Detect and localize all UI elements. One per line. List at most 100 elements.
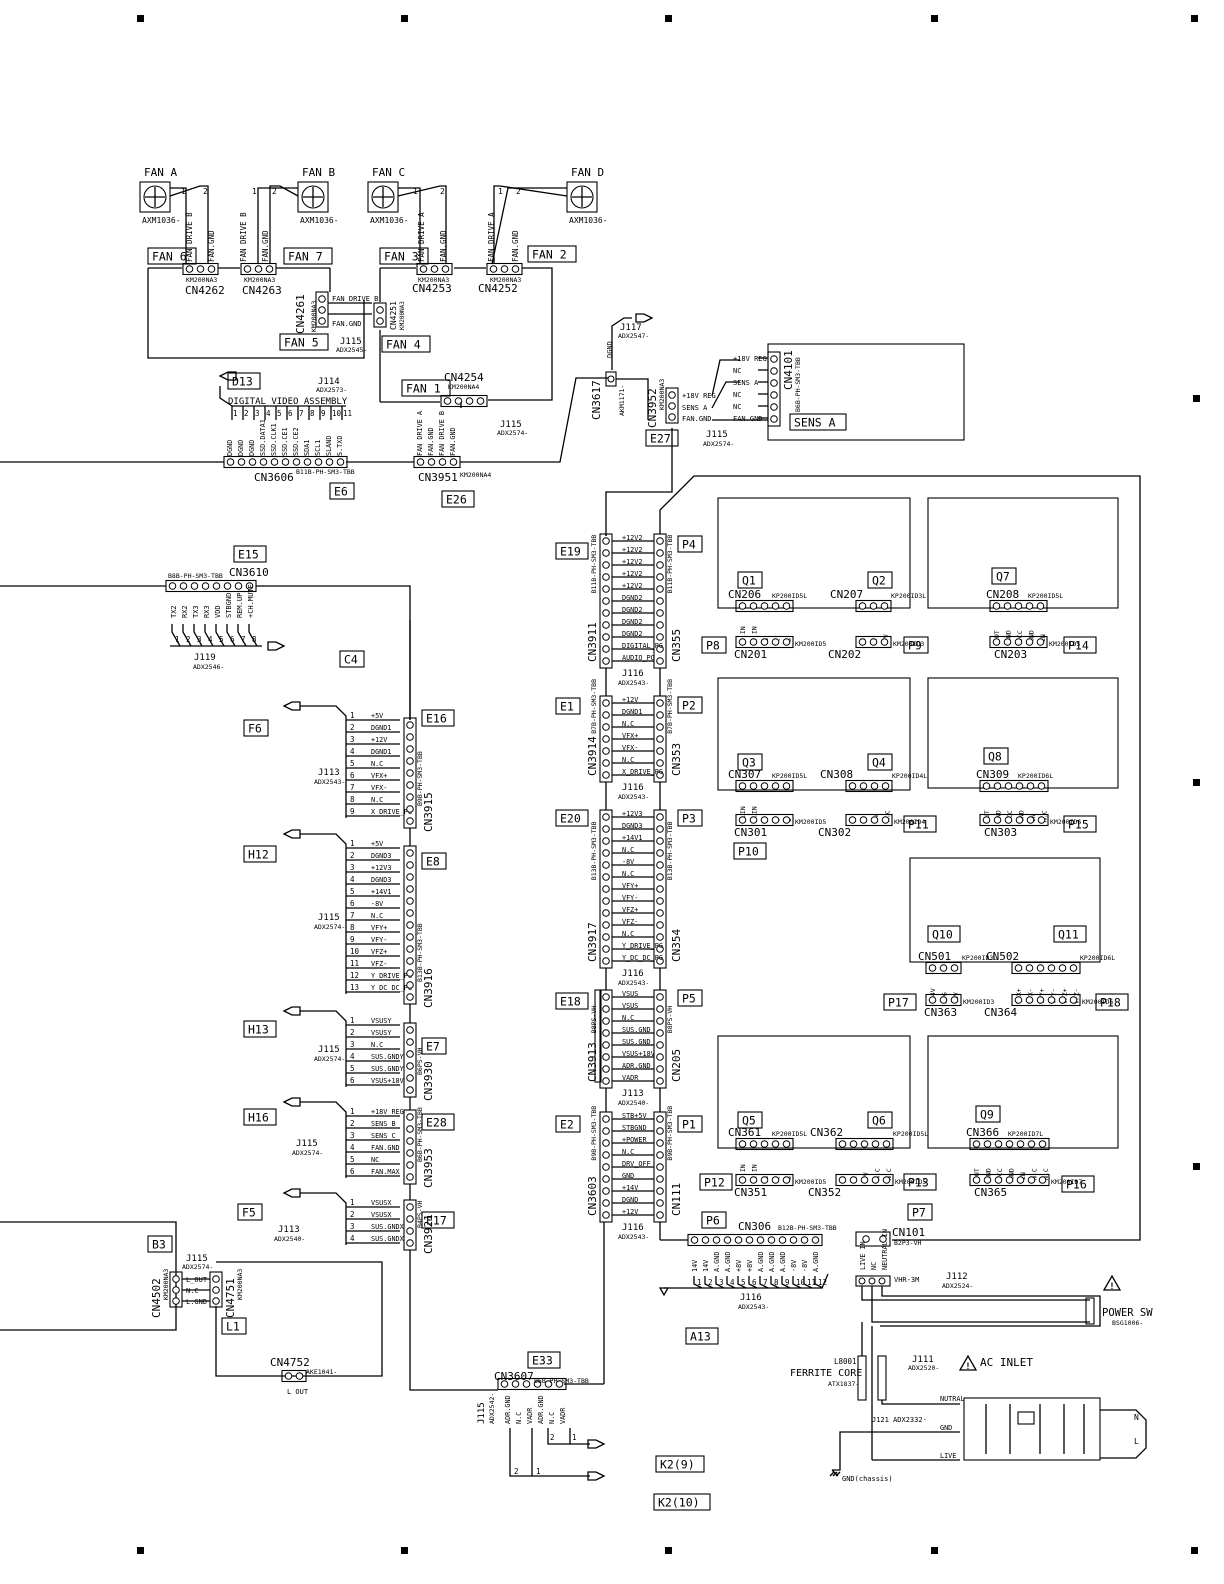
cn306-pin-5: 5 — [741, 1278, 746, 1287]
m2-cna-part: KP200ID5L — [772, 772, 807, 780]
m10-sb-conn-pin-2 — [1025, 996, 1034, 1004]
m8-s-label: CN303 — [984, 826, 1017, 839]
h16-j-part: ADX2574- — [292, 1149, 323, 1157]
h12-pin-5: 5 — [350, 887, 355, 896]
cn4752-housing — [281, 1369, 307, 1383]
e18p5-left-pin-4 — [602, 1029, 610, 1037]
f5-board: F5 — [242, 1206, 256, 1220]
m5-cna-pin-5 — [782, 1140, 791, 1148]
cn306-drop-11 — [803, 1276, 813, 1289]
e1p2-right-pin-5 — [656, 747, 664, 755]
f6-cn-part: B9B-PH-SM3-TBB — [416, 751, 424, 806]
cn3606-sig-1: DGND — [237, 440, 245, 456]
cn3610-drop-6 — [237, 624, 247, 647]
h12-e-label: E8 — [426, 855, 440, 869]
m7-s-part: KM200ID5 — [1049, 640, 1080, 648]
cn4101-pin-4 — [770, 391, 778, 399]
cn4262-pin-2 — [196, 265, 205, 273]
e19p4-left-pin-2 — [602, 549, 610, 557]
h12-pin-2: 2 — [350, 851, 355, 860]
cn306-pin-1: 1 — [697, 1278, 702, 1287]
cn3952-housing — [665, 387, 679, 424]
e19p4-left-pin-10 — [602, 645, 610, 653]
e20p3-cn-right: CN354 — [670, 929, 683, 962]
h12-trunk — [300, 833, 347, 994]
inlet-sig-gnd: GND — [940, 1424, 952, 1432]
j121-label: J121 ADX2332- — [872, 1416, 927, 1424]
cn306-drop-10 — [792, 1276, 802, 1289]
h12-sig-3: DGND3 — [371, 876, 391, 884]
e20p3-right-pin-11 — [656, 933, 664, 941]
m2-sa-conn-pin-5 — [782, 816, 791, 824]
e18p5-left-pin-8 — [602, 1077, 610, 1085]
e20p3-p-label-box — [677, 809, 703, 827]
fan-b-pin1: 1 — [252, 187, 257, 196]
cn3606-pin-10 — [325, 458, 334, 466]
sens-a-label: SENS A — [794, 416, 836, 430]
m1-cna-pin-2 — [749, 602, 758, 610]
cn3607-pin-6 — [555, 1380, 564, 1388]
f6-pin-4: 4 — [350, 747, 355, 756]
m1-qb-box — [867, 571, 893, 589]
h12-conn-pin-6 — [406, 909, 414, 917]
f5-trunk — [300, 1192, 347, 1245]
fan-c-label: FAN C — [372, 166, 405, 179]
m1-pa-box — [701, 636, 727, 654]
f5-e-label-box — [421, 1211, 455, 1229]
e2p1-j-part: ADX2543- — [618, 1233, 649, 1241]
m1-module — [717, 497, 911, 609]
e20p3-sig-7: VFY- — [622, 894, 638, 902]
m5-sb-conn-pin-3 — [860, 1176, 869, 1184]
cn3610-sig-0: TX2 — [170, 605, 178, 618]
assembly-pin-11: 11 — [343, 409, 352, 418]
e1p2-cn-left-part: B7B-PH-SM3-TBB — [590, 679, 598, 734]
m7-cn-pin-2 — [1003, 602, 1012, 610]
m5-sb-conn-pin-1 — [838, 1176, 847, 1184]
m9-cn-pin-4 — [1005, 1140, 1014, 1148]
m10-sb-conn-pin-4 — [1047, 996, 1056, 1004]
m10-sb-label: CN364 — [984, 1006, 1017, 1019]
m5-sa-part: KM200ID5 — [795, 1178, 826, 1186]
h13-pin-5: 5 — [350, 1064, 355, 1073]
e20p3-left-pin-7 — [602, 885, 610, 893]
m10-pa: P17 — [888, 996, 909, 1010]
fan-a-label: FAN A — [144, 166, 177, 179]
e18p5-cn-right: CN205 — [670, 1049, 683, 1082]
power-sw-part: BSG1006- — [1112, 1319, 1143, 1327]
h12-board: H12 — [248, 848, 269, 862]
e1p2-right-pin-4 — [656, 735, 664, 743]
fan-b-label: FAN B — [302, 166, 335, 179]
m2-cnb-pin-1 — [848, 782, 857, 790]
j115-e27-label: J115 — [706, 430, 728, 440]
f5-conn-pin-1 — [406, 1203, 414, 1211]
cn3607-sig-3: ADR.GND — [537, 1395, 545, 1424]
e1p2-right-pin-6 — [656, 759, 664, 767]
h12-j-part: ADX2574- — [314, 923, 345, 931]
cn3610-pin-1 — [168, 582, 177, 590]
ac-inlet-warning-icon — [958, 1354, 978, 1371]
cn306-pin-4 — [723, 1236, 732, 1244]
e1p2-right-pin-1 — [656, 699, 664, 707]
h12-sig-8: VFY- — [371, 936, 387, 944]
cn4253b-sig-gnd: FAN.GND — [439, 230, 448, 262]
e1p2-p-label: P2 — [682, 699, 696, 713]
m10-cna-pin-2 — [939, 964, 948, 972]
e20p3-left-pin-1 — [602, 813, 610, 821]
h12-pin-13: 13 — [350, 983, 359, 992]
e2p1-sig-4: DRV_OFF — [622, 1160, 651, 1168]
e19p4-left-pin-6 — [602, 597, 610, 605]
m1-cnb-pin-3 — [880, 602, 889, 610]
cn306-pin-10 — [789, 1236, 798, 1244]
cn3610-drop-2 — [193, 624, 203, 647]
e19p4-right-pin-8 — [656, 621, 664, 629]
e2p1-right-pin-1 — [656, 1115, 664, 1123]
cn3607-pin-b2: 2 — [550, 1433, 555, 1442]
cn3607-sig-4: N.C — [548, 1412, 556, 1424]
cn3951-part: KM200NA4 — [460, 471, 491, 479]
m10-cna-label: CN501 — [918, 950, 951, 963]
cn101-sig-1: NC — [870, 1262, 878, 1270]
cn3610-pin-8 — [245, 582, 254, 590]
cn4751-pin-2 — [212, 1286, 220, 1294]
f6-sig-4: N.C — [371, 760, 383, 768]
m1-cna-pin-4 — [771, 602, 780, 610]
